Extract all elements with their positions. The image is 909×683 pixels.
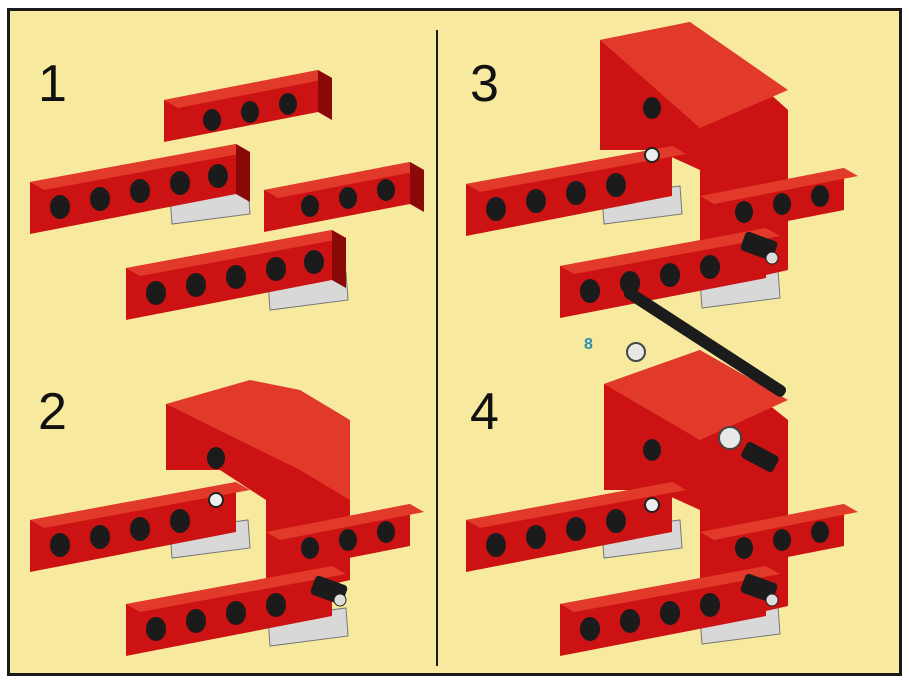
connector-pin bbox=[645, 498, 659, 512]
